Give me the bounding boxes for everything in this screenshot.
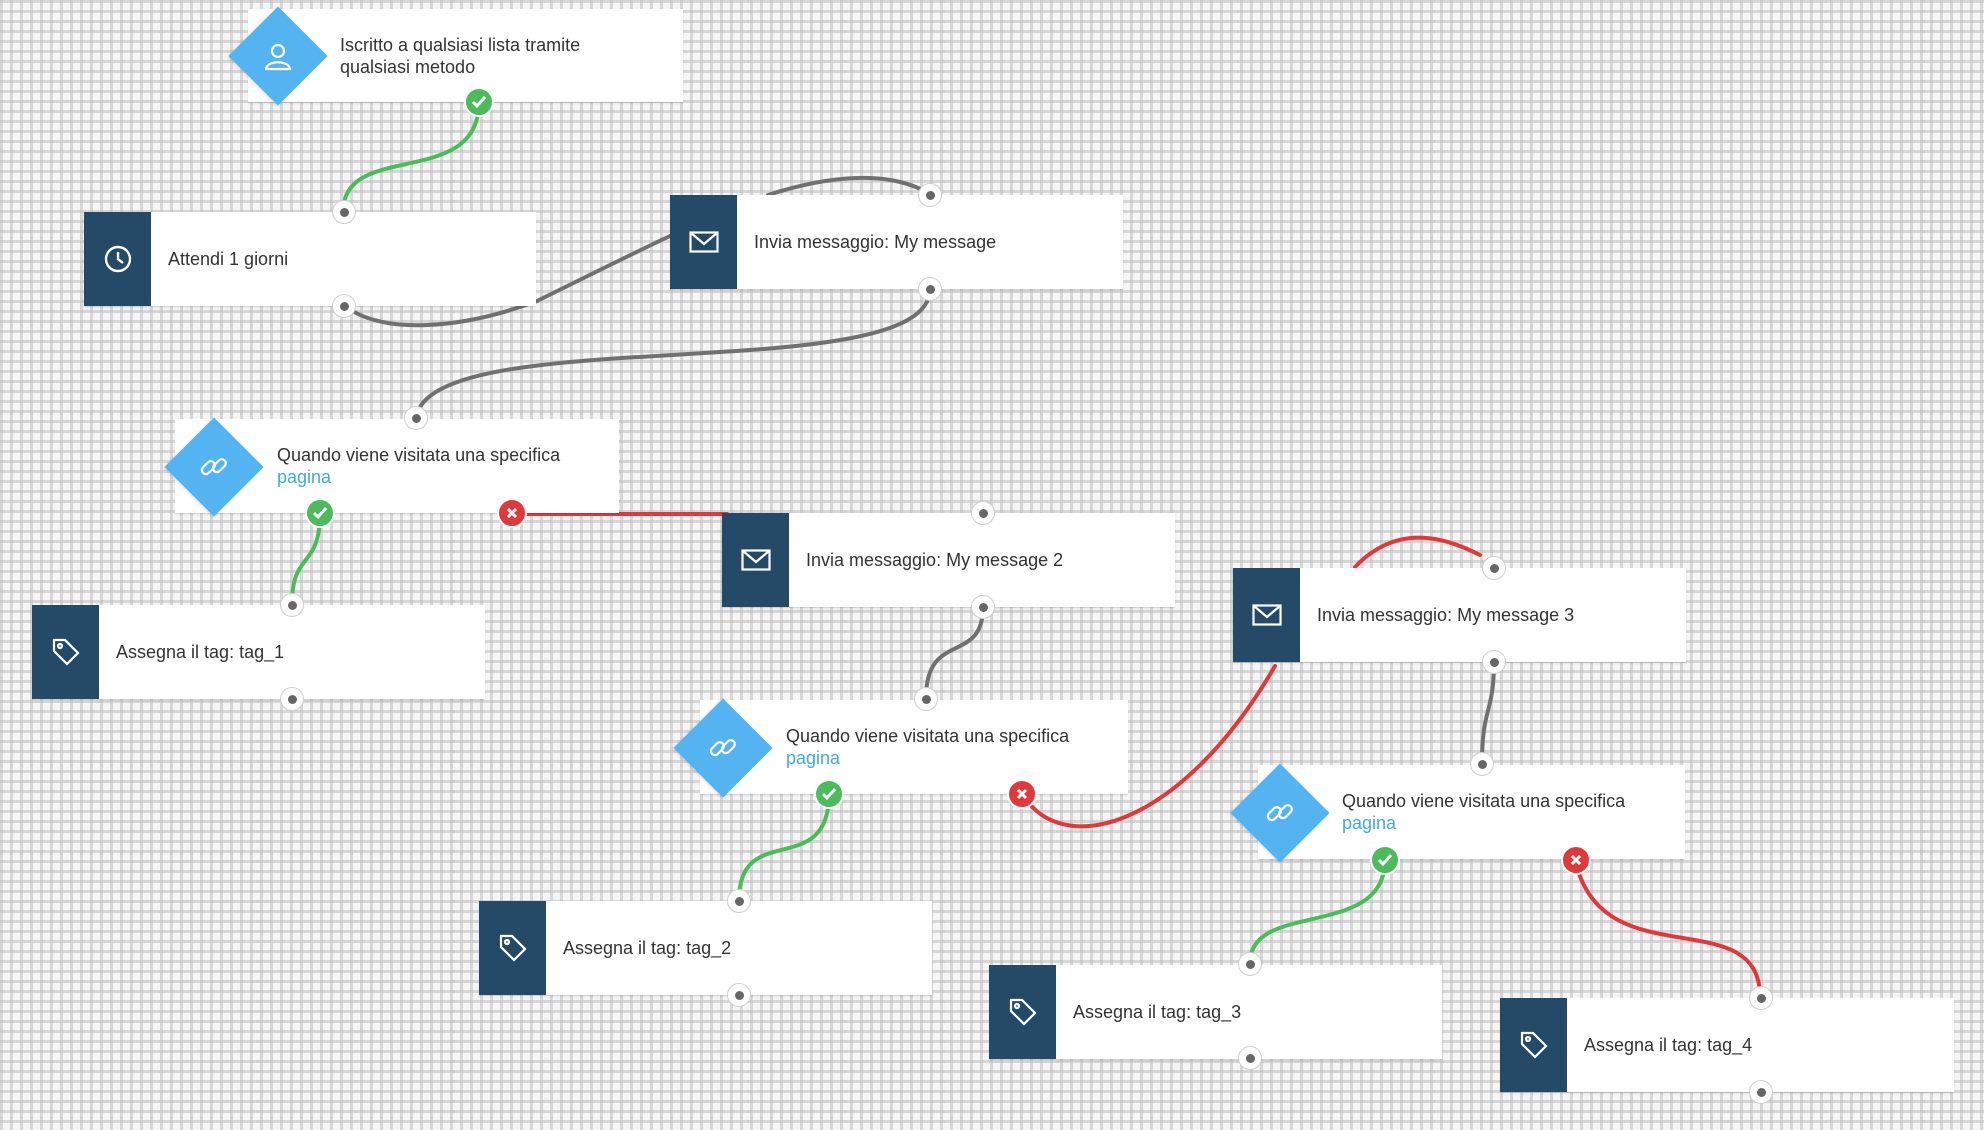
trigger-yes-badge[interactable]	[464, 87, 494, 117]
condition-3-yes-badge[interactable]	[1370, 845, 1400, 875]
message-1-input-port[interactable]	[918, 183, 942, 207]
check-icon	[821, 788, 837, 801]
wait-output-port[interactable]	[332, 294, 356, 318]
trigger-node[interactable]: Iscritto a qualsiasi lista tramite quals…	[248, 9, 683, 102]
condition-1-label: Quando viene visitata una specifica pagi…	[277, 419, 560, 513]
x-icon	[1016, 788, 1028, 800]
envelope-icon	[1233, 568, 1300, 662]
tag-2-input-port[interactable]	[727, 889, 751, 913]
tag-4-output-port[interactable]	[1749, 1080, 1773, 1104]
condition-1-link[interactable]: pagina	[277, 467, 332, 487]
condition-1-line1: Quando viene visitata una specifica	[277, 445, 561, 465]
trigger-label: Iscritto a qualsiasi lista tramite quals…	[340, 9, 580, 103]
check-icon	[312, 507, 328, 520]
message-3-input-port[interactable]	[1482, 556, 1506, 580]
check-icon	[471, 96, 487, 109]
tag-2-output-port[interactable]	[727, 983, 751, 1007]
message-1-output-port[interactable]	[918, 277, 942, 301]
envelope-icon	[722, 513, 789, 607]
tag-3-input-port[interactable]	[1238, 952, 1262, 976]
message-2-input-port[interactable]	[971, 501, 995, 525]
tag-icon	[32, 605, 99, 699]
condition-3-link[interactable]: pagina	[1342, 813, 1397, 833]
condition-2-label: Quando viene visitata una specifica pagi…	[786, 700, 1069, 794]
tag-1-label: Assegna il tag: tag_1	[116, 641, 285, 662]
tag-3-label: Assegna il tag: tag_3	[1073, 1001, 1242, 1022]
wait-label: Attendi 1 giorni	[168, 248, 289, 269]
tag-3-output-port[interactable]	[1238, 1046, 1262, 1070]
tag-1-output-port[interactable]	[280, 687, 304, 711]
tag-4-label: Assegna il tag: tag_4	[1584, 1034, 1753, 1055]
tag-icon	[479, 901, 546, 995]
message-2-output-port[interactable]	[971, 595, 995, 619]
condition-2-yes-badge[interactable]	[814, 779, 844, 809]
condition-2-link[interactable]: pagina	[786, 748, 841, 768]
condition-3-line1: Quando viene visitata una specifica	[1342, 791, 1626, 811]
user-icon	[258, 36, 298, 76]
envelope-icon	[670, 195, 737, 289]
condition-3-input-port[interactable]	[1470, 752, 1494, 776]
tag-node-2[interactable]: Assegna il tag: tag_2	[479, 901, 932, 995]
trigger-line2: qualsiasi metodo	[340, 57, 476, 77]
clock-icon	[84, 212, 151, 306]
tag-2-label: Assegna il tag: tag_2	[563, 937, 732, 958]
message-node-1[interactable]: Invia messaggio: My message	[670, 195, 1123, 289]
trigger-line1: Iscritto a qualsiasi lista tramite	[340, 35, 581, 55]
tag-4-input-port[interactable]	[1749, 986, 1773, 1010]
link-icon	[703, 728, 743, 768]
tag-node-3[interactable]: Assegna il tag: tag_3	[989, 965, 1442, 1059]
condition-3-no-badge[interactable]	[1561, 845, 1591, 875]
message-3-output-port[interactable]	[1482, 650, 1506, 674]
tag-icon	[989, 965, 1056, 1059]
link-icon	[194, 447, 234, 487]
x-icon	[1570, 854, 1582, 866]
message-1-label: Invia messaggio: My message	[754, 231, 997, 252]
tag-node-4[interactable]: Assegna il tag: tag_4	[1500, 998, 1954, 1092]
condition-1-no-badge[interactable]	[497, 498, 527, 528]
condition-2-input-port[interactable]	[914, 687, 938, 711]
condition-1-yes-badge[interactable]	[305, 498, 335, 528]
tag-node-1[interactable]: Assegna il tag: tag_1	[32, 605, 485, 699]
condition-2-no-badge[interactable]	[1007, 779, 1037, 809]
tag-1-input-port[interactable]	[280, 593, 304, 617]
condition-3-label: Quando viene visitata una specifica pagi…	[1342, 765, 1625, 859]
message-node-2[interactable]: Invia messaggio: My message 2	[722, 513, 1175, 607]
link-icon	[1260, 793, 1300, 833]
message-2-label: Invia messaggio: My message 2	[806, 549, 1064, 570]
message-3-label: Invia messaggio: My message 3	[1317, 604, 1575, 625]
x-icon	[506, 507, 518, 519]
wait-input-port[interactable]	[332, 200, 356, 224]
message-node-3[interactable]: Invia messaggio: My message 3	[1233, 568, 1686, 662]
condition-2-line1: Quando viene visitata una specifica	[786, 726, 1070, 746]
check-icon	[1377, 854, 1393, 867]
wait-node[interactable]: Attendi 1 giorni	[84, 212, 536, 306]
tag-icon	[1500, 998, 1567, 1092]
condition-1-input-port[interactable]	[404, 406, 428, 430]
